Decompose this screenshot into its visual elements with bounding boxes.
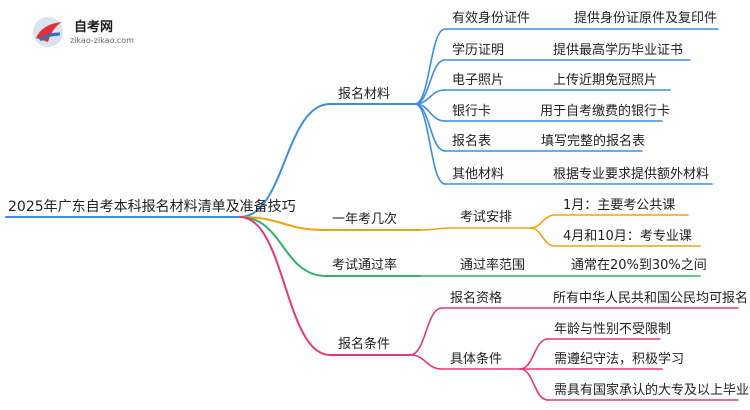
material-desc: 根据专业要求提供额外材料 [553,167,710,182]
edge-root-materials [239,103,331,218]
root-topic: 2025年广东自考本科报名材料清单及准备技巧 [8,199,296,215]
edge-specific-item-0 [519,338,549,370]
material-name: 电子照片 [452,73,505,88]
edge-qualification [409,307,443,356]
edge-times-item-0 [529,214,556,229]
edge-times-sub [419,227,453,231]
edge-material-0 [414,28,446,105]
times-item: 1月：主要考公共课 [563,198,676,213]
material-name: 其他材料 [452,167,505,182]
edge-root-passrate [239,216,327,277]
edges-layer [5,28,739,401]
site-logo: 自考网 zikao-zikao.com [30,14,150,54]
specific-item: 年龄与性别不受限制 [554,322,672,337]
edge-root-times [239,216,327,231]
material-name: 报名表 [452,134,492,149]
edge-material-5 [414,103,446,185]
edge-times-item-1 [529,227,556,247]
qualification-name: 报名资格 [450,291,503,306]
material-name: 有效身份证件 [452,11,531,26]
times-sub: 考试安排 [460,210,513,225]
specific-item: 需遵纪守法，积极学习 [554,352,685,367]
material-desc: 用于自考缴费的银行卡 [540,104,671,119]
logo-emblem-icon [33,17,63,47]
branch-materials: 报名材料 [338,87,391,102]
edge-specific [409,354,443,370]
material-desc: 提供身份证原件及复印件 [574,11,718,26]
edge-specific-item-2 [519,368,549,401]
passrate-item: 通常在20%到30%之间 [571,258,707,273]
specific-item: 需具有国家承认的大专及以上毕业证书 [554,383,750,398]
logo-title: 自考网 [74,20,114,35]
material-desc: 提供最高学历毕业证书 [553,43,684,58]
logo-url: zikao-zikao.com [70,36,134,45]
specific-name: 具体条件 [450,352,503,367]
material-desc: 上传近期免冠照片 [553,73,658,88]
branch-passrate: 考试通过率 [332,258,398,273]
edge-material-1 [414,59,446,105]
qualification-desc: 所有中华人民共和国公民均可报名 [553,291,749,306]
material-name: 学历证明 [452,43,505,58]
material-desc: 填写完整的报名表 [541,134,646,149]
branch-conditions: 报名条件 [338,337,391,352]
branch-times: 一年考几次 [332,212,398,227]
times-item: 4月和10月：考专业课 [563,229,692,244]
material-name: 银行卡 [452,104,492,119]
edge-root-conditions [239,216,331,356]
passrate-sub: 通过率范围 [460,258,526,273]
